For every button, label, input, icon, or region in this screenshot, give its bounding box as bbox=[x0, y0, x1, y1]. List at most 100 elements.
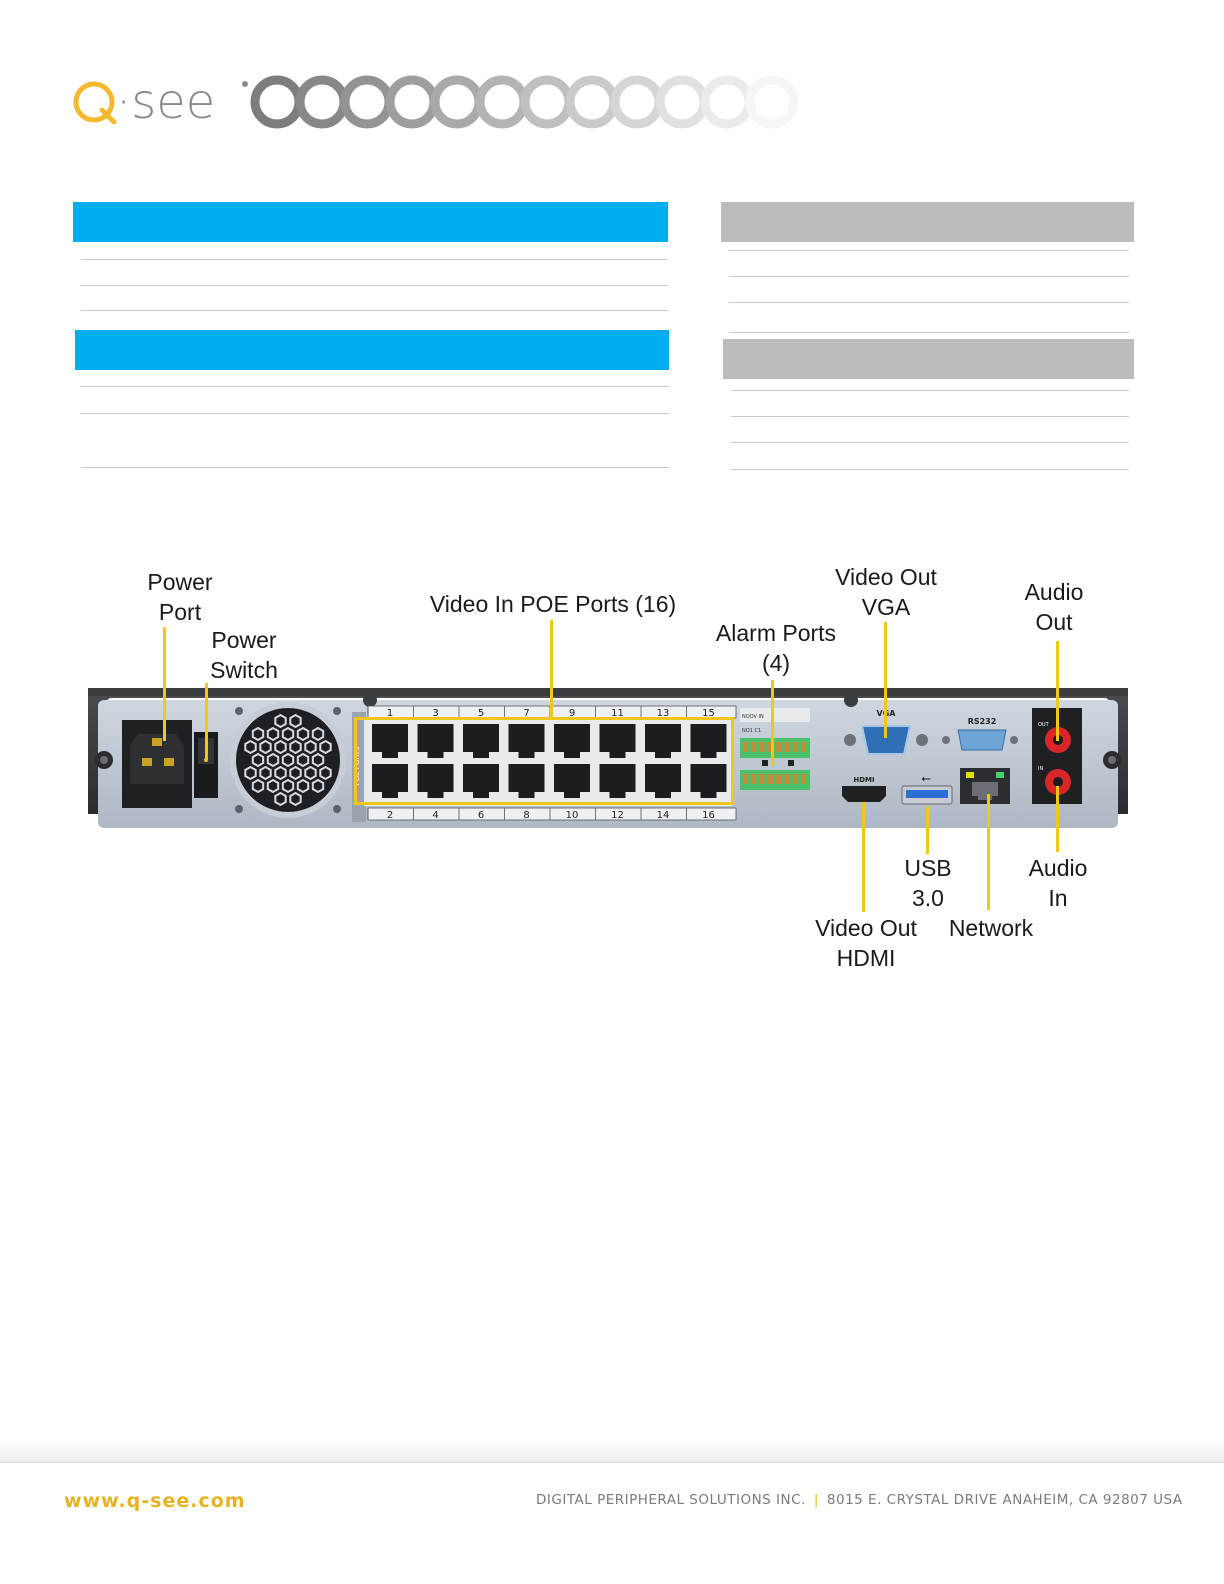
fan-vent-hole bbox=[266, 778, 280, 794]
callout-power-switch-line2: Switch bbox=[210, 657, 278, 683]
fan-vent-hole bbox=[311, 778, 325, 794]
spec-row-divider bbox=[81, 259, 668, 260]
logo-q-mark-icon bbox=[385, 75, 439, 129]
leader-audio-in bbox=[1056, 786, 1059, 852]
port-number-label: 9 bbox=[569, 708, 575, 719]
rj45-poe-port-icon bbox=[599, 764, 636, 798]
port-number-label: 2 bbox=[387, 810, 393, 821]
rj45-poe-port-icon bbox=[372, 724, 408, 758]
alarm-terminal-pin bbox=[759, 742, 765, 752]
fan-vent-hole bbox=[251, 778, 265, 794]
callout-audio-out: Audio Out bbox=[1004, 577, 1104, 637]
rj45-poe-port-icon bbox=[645, 724, 681, 758]
alarm-terminal-pin bbox=[767, 742, 773, 752]
spec-row-divider bbox=[729, 302, 1129, 303]
alarm-terminal-pin bbox=[776, 742, 782, 752]
leader-video-out-hdmi bbox=[862, 802, 865, 912]
fan-vent-hole bbox=[311, 752, 325, 768]
audio-in-label: IN bbox=[1038, 766, 1043, 772]
rj45-poe-port-icon bbox=[372, 764, 408, 798]
fan-vent-hole bbox=[244, 739, 257, 755]
spec-row-divider bbox=[81, 285, 668, 286]
footer-website-link[interactable]: www.q-see.com bbox=[64, 1490, 246, 1512]
rj45-poe-port-icon bbox=[690, 724, 727, 758]
fan-vent-hole bbox=[304, 739, 317, 755]
port-number-label: 5 bbox=[478, 708, 484, 719]
spec-header-bar-3 bbox=[721, 202, 1134, 242]
port-number-label: 12 bbox=[611, 810, 624, 821]
leader-video-out-vga bbox=[884, 622, 887, 738]
leader-alarm-ports bbox=[771, 680, 774, 766]
alarm-terminal-pin bbox=[759, 774, 765, 784]
logo-q-mark-icon bbox=[520, 75, 574, 129]
callout-audio-in-line2: In bbox=[1048, 885, 1068, 911]
fan-vent-hole bbox=[244, 765, 257, 781]
alarm-terminal-pin bbox=[743, 774, 748, 784]
fan-vent-hole bbox=[311, 726, 325, 742]
callout-video-in-poe: Video In POE Ports (16) bbox=[429, 591, 677, 617]
fan-vent-hole bbox=[281, 752, 295, 768]
rj45-poe-port-icon bbox=[690, 764, 727, 798]
spec-row-divider bbox=[729, 276, 1129, 277]
callout-video-out-vga: Video Out VGA bbox=[820, 562, 952, 622]
alarm-terminal-pin bbox=[776, 774, 782, 784]
callout-video-out-vga-line2: VGA bbox=[861, 594, 911, 620]
logo-q-mark-icon bbox=[700, 75, 754, 129]
fan-vent-hole bbox=[281, 726, 295, 742]
fan-vent-hole bbox=[289, 791, 302, 807]
alarm-label-top: NOOV IN bbox=[742, 714, 764, 720]
leader-usb bbox=[926, 806, 929, 854]
fan-vent-hole bbox=[259, 739, 272, 755]
spec-row-divider bbox=[81, 467, 669, 468]
footer-band bbox=[0, 1440, 1224, 1462]
rs232-label: RS232 bbox=[968, 717, 997, 726]
logo-q-mark-icon bbox=[340, 75, 394, 129]
rj45-poe-port-icon bbox=[463, 724, 499, 758]
callout-alarm-ports: Alarm Ports (4) bbox=[700, 618, 852, 678]
rj45-poe-port-icon bbox=[417, 764, 454, 798]
fan-vent-hole bbox=[296, 752, 310, 768]
logo-q-mark-icon bbox=[610, 75, 664, 129]
fan-vent-hole bbox=[296, 778, 310, 794]
rj45-poe-port-icon bbox=[554, 724, 590, 758]
footer-separator: | bbox=[813, 1492, 819, 1508]
callout-alarm-ports-line2: (4) bbox=[761, 650, 791, 676]
spec-row-divider bbox=[731, 442, 1129, 443]
callout-video-out-hdmi-line2: HDMI bbox=[836, 945, 896, 971]
alarm-terminal-pin bbox=[792, 774, 798, 784]
alarm-terminal-pin bbox=[792, 742, 798, 752]
port-number-label: 14 bbox=[657, 810, 670, 821]
fan-vent-hole bbox=[274, 765, 287, 781]
port-number-label: 16 bbox=[702, 810, 715, 821]
alarm-terminal-pin bbox=[767, 774, 773, 784]
fan-vent-hole bbox=[296, 726, 310, 742]
spec-header-bar-2 bbox=[75, 330, 669, 370]
logo-q-mark-icon bbox=[655, 75, 709, 129]
spec-header-bar-1 bbox=[73, 202, 668, 242]
callout-power-port: Power Port bbox=[130, 567, 230, 627]
rj45-poe-port-icon bbox=[508, 764, 545, 798]
fan-vent-hole bbox=[266, 752, 280, 768]
rj45-poe-port-icon bbox=[645, 764, 681, 798]
port-number-label: 3 bbox=[432, 708, 438, 719]
port-number-label: 11 bbox=[611, 708, 624, 719]
alarm-terminal-pin bbox=[784, 774, 790, 784]
brand-logo: ·see bbox=[72, 72, 832, 132]
leader-audio-out bbox=[1056, 641, 1059, 741]
spec-row-divider bbox=[729, 332, 1129, 333]
fan-vent-hole bbox=[251, 726, 265, 742]
usb-symbol-icon: ⭠ bbox=[921, 771, 931, 785]
port-number-label: 7 bbox=[523, 708, 529, 719]
callout-audio-out-line1: Audio bbox=[1024, 579, 1084, 605]
rj45-poe-port-icon bbox=[463, 764, 499, 798]
callout-video-out-hdmi-line1: Video Out bbox=[815, 915, 917, 941]
spec-row-divider bbox=[729, 250, 1129, 251]
rj45-poe-port-icon bbox=[417, 724, 454, 758]
logo-q-mark-icon bbox=[430, 75, 484, 129]
alarm-label-mid: NO1 C1 bbox=[742, 728, 761, 734]
leader-power-switch bbox=[205, 683, 208, 759]
fan-vent-hole bbox=[289, 739, 302, 755]
alarm-terminal-pin bbox=[751, 774, 757, 784]
callout-power-switch-line1: Power bbox=[211, 627, 277, 653]
